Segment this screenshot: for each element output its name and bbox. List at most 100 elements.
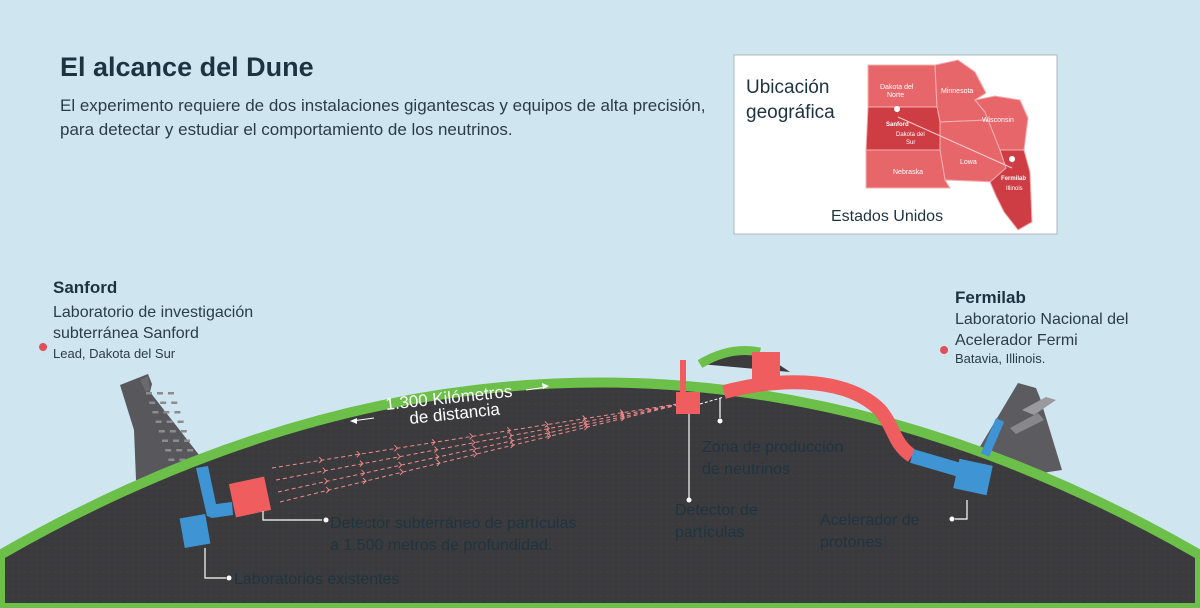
beam-marker <box>472 445 477 453</box>
beam-marker <box>506 427 511 434</box>
building-window <box>155 420 162 423</box>
building-window <box>160 401 167 404</box>
neutrino-zone-label-line2: de neutrinos <box>702 461 791 478</box>
distance-arrow <box>350 383 549 424</box>
fermilab-desc-line1: Laboratorio Nacional del <box>955 311 1129 328</box>
beam-marker <box>359 460 364 467</box>
building-window <box>162 439 168 442</box>
sanford-location: Lead, Dakota del Sur <box>53 346 176 361</box>
beam-marker <box>318 456 323 464</box>
building-window <box>157 392 163 395</box>
building-window <box>173 439 179 442</box>
neutrino-beam <box>271 401 691 503</box>
underground-detector-label-line2: a 1.500 metros de profundidad. <box>330 537 553 554</box>
beam-marker <box>431 438 436 446</box>
beam-marker <box>434 446 439 453</box>
beam-marker <box>583 421 588 428</box>
underground-detector <box>228 476 272 518</box>
page-subtitle: El experimento requiere de dos instalaci… <box>60 96 706 139</box>
map-label-sanford: Sanford <box>886 122 909 128</box>
beam-marker <box>322 467 327 474</box>
beam-marker <box>546 429 551 436</box>
building-window <box>163 411 170 414</box>
beam-marker <box>544 421 549 428</box>
fermilab-pin-icon <box>940 346 949 361</box>
state-south-dakota <box>865 106 941 151</box>
proton-accel-label-line1: Acelerador de <box>820 512 920 529</box>
beam-marker <box>510 441 515 449</box>
map-label-fermilab: Fermilab <box>1001 176 1026 182</box>
fermilab-facilities <box>676 352 1005 496</box>
beam-marker <box>435 453 440 461</box>
sanford-name: Sanford <box>53 278 118 297</box>
underground-detector-label-line1: Detector subterráneo de partículas <box>330 515 577 532</box>
hill-grass <box>697 346 761 368</box>
beam-marker <box>394 444 399 452</box>
map-label-south-dakota-2: Sur <box>906 140 915 146</box>
map-label-north-dakota: Dakota del <box>880 84 914 91</box>
particle-detector <box>676 392 700 414</box>
map-pin-sanford-icon <box>894 106 901 117</box>
beam-marker <box>399 468 404 476</box>
map-heading-line1: Ubicación <box>746 77 829 98</box>
building-window <box>149 401 156 404</box>
map-label-north-dakota-2: Norte <box>887 92 904 99</box>
detector-shaft <box>680 360 686 396</box>
building-window <box>176 449 183 452</box>
beam-marker <box>621 414 626 422</box>
building-window <box>165 449 172 452</box>
fermilab-desc-line2: Acelerador Fermi <box>955 332 1078 349</box>
map-label-minnesota: Minnesota <box>941 88 973 95</box>
beam-line <box>271 401 691 469</box>
beam-marker <box>584 423 589 431</box>
building-window <box>158 430 165 433</box>
leader-dots <box>226 418 955 581</box>
leader-lines <box>204 398 968 579</box>
building-window <box>168 458 175 461</box>
map-pin-fermilab-icon <box>1009 156 1016 167</box>
proton-accelerator-tunnel <box>910 449 962 477</box>
building-window <box>146 392 152 395</box>
beam-marker <box>436 459 441 467</box>
building-window <box>179 458 186 461</box>
proton-accel-label-line2: protones <box>820 534 883 551</box>
building-window <box>187 449 194 452</box>
beam-marker <box>324 477 329 485</box>
map-heading-line2: geográfica <box>746 102 835 123</box>
map-label-illinois: Illinois <box>1006 186 1023 192</box>
building-window <box>171 401 178 404</box>
map-country-label: Estados Unidos <box>831 208 943 225</box>
existing-lab-shaft <box>196 466 233 518</box>
sanford-desc-line2: subterránea Sanford <box>53 325 199 342</box>
beam-line <box>275 401 691 481</box>
state-nebraska <box>865 149 951 189</box>
map-label-nebraska: Nebraska <box>893 169 923 176</box>
building-window <box>180 430 187 433</box>
sanford-pin-icon <box>39 343 48 358</box>
existing-lab-block <box>179 513 211 549</box>
beam-marker <box>473 450 478 458</box>
fermilab-name: Fermilab <box>955 288 1026 307</box>
page-title: El alcance del Dune <box>60 52 314 82</box>
beam-marker <box>583 418 588 425</box>
beam-marker <box>362 477 367 485</box>
sanford-desc-line1: Laboratorio de investigación <box>53 304 254 321</box>
building-window <box>184 439 190 442</box>
beam-marker <box>325 486 330 494</box>
state-illinois <box>989 149 1033 231</box>
building-window <box>174 411 181 414</box>
beam-marker <box>469 433 474 440</box>
beam-marker <box>471 439 476 446</box>
beam-marker <box>356 450 361 458</box>
building-window <box>152 411 159 414</box>
beam-line <box>279 401 691 503</box>
particle-detector-label-line1: Detector de <box>675 502 758 519</box>
existing-labs-label: Laboratorios existentes <box>234 571 400 588</box>
beam-marker <box>508 432 513 439</box>
beam-line <box>277 401 691 493</box>
building-window <box>166 420 173 423</box>
building-window <box>169 430 176 433</box>
location-map: Ubicación geográfica Dakota del Norte Mi… <box>733 54 1058 235</box>
map-route-line <box>897 116 1013 169</box>
